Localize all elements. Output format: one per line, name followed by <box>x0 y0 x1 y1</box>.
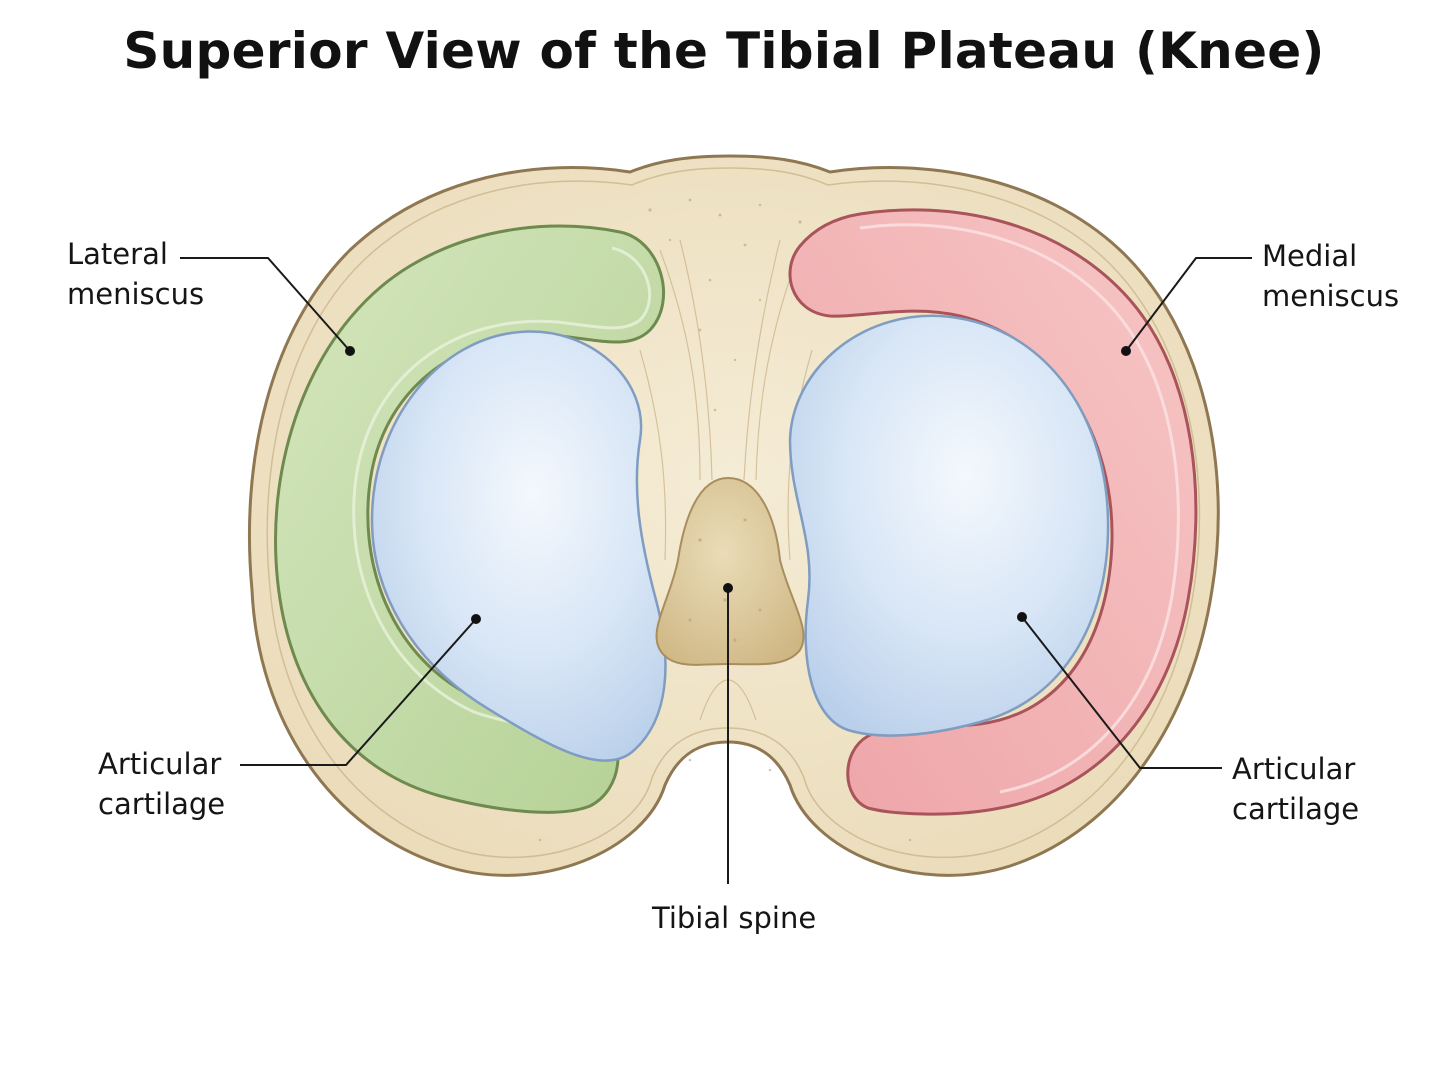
label-medial-meniscus-line1: Medial <box>1262 239 1358 273</box>
diagram-title: Superior View of the Tibial Plateau (Kne… <box>123 22 1325 80</box>
bone-rim <box>266 167 1201 859</box>
label-tibial-spine-text: Tibial spine <box>652 901 817 935</box>
dot-articular-right <box>1017 612 1027 622</box>
label-tibial-spine: Tibial spine <box>652 898 816 938</box>
label-articular-right-line1: Articular <box>1232 752 1356 786</box>
label-lateral-meniscus: Lateral meniscus <box>67 234 204 314</box>
label-articular-left-line1: Articular <box>98 747 222 781</box>
label-articular-cartilage-right: Articular cartilage <box>1232 749 1359 829</box>
dot-lateral-meniscus <box>345 346 355 356</box>
lateral-meniscus-inner-rim <box>352 246 652 738</box>
dot-articular-left <box>471 614 481 624</box>
label-articular-left-line2: cartilage <box>98 787 226 821</box>
medial-meniscus-inner-rim <box>859 223 1180 794</box>
label-lateral-meniscus-line1: Lateral <box>67 237 168 271</box>
label-articular-cartilage-left: Articular cartilage <box>98 744 225 824</box>
leader-line-lateral-meniscus <box>180 257 351 352</box>
label-articular-right-line2: cartilage <box>1232 792 1360 826</box>
medial-meniscus-shape <box>788 208 1198 816</box>
leader-line-articular-right <box>1021 616 1222 769</box>
dot-medial-meniscus <box>1121 346 1131 356</box>
articular-cartilage-right-shape <box>788 314 1110 737</box>
leader-dots <box>345 346 1131 624</box>
label-medial-meniscus: Medial meniscus <box>1262 236 1399 316</box>
leader-line-articular-left <box>240 618 477 766</box>
leader-lines <box>180 257 1252 884</box>
leader-line-medial-meniscus <box>1125 257 1252 352</box>
bone-texture <box>538 198 912 842</box>
dot-tibial-spine <box>723 583 733 593</box>
label-lateral-meniscus-line2: meniscus <box>67 277 205 311</box>
label-medial-meniscus-line2: meniscus <box>1262 279 1400 313</box>
